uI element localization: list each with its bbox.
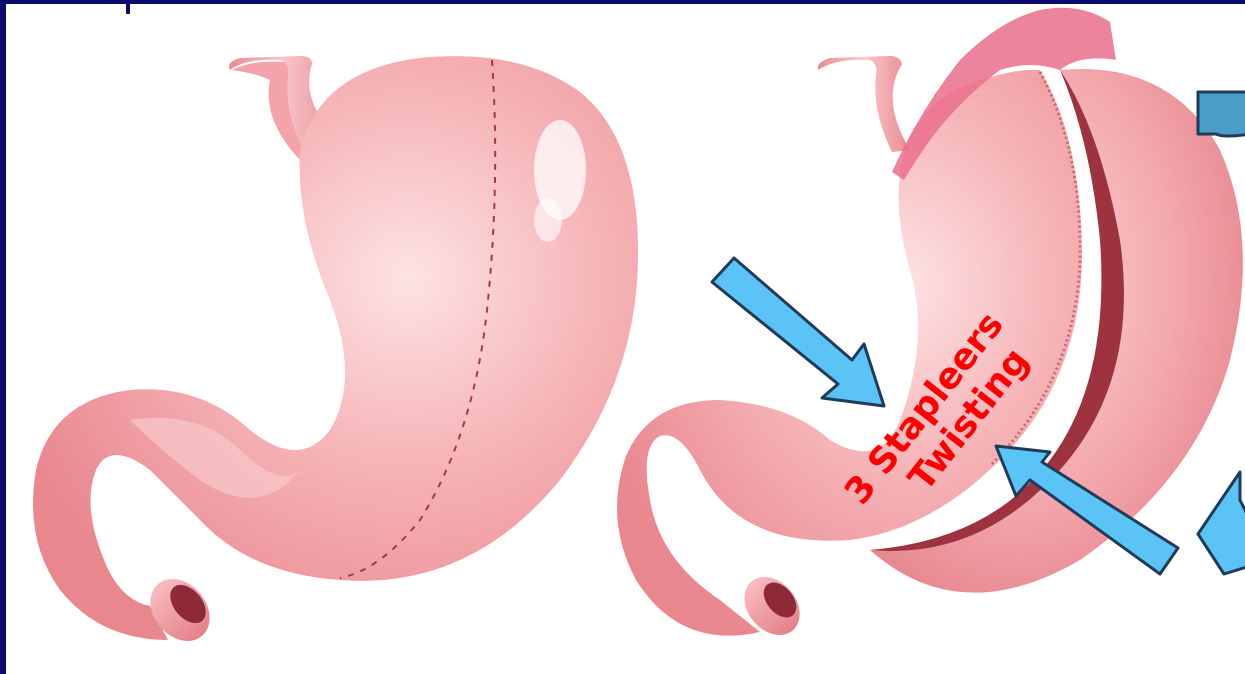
arrow-top-right (1198, 92, 1245, 136)
arrow-upper-left (712, 258, 884, 406)
stomach-icon (33, 56, 638, 653)
arrow-right-edge (1198, 472, 1245, 574)
